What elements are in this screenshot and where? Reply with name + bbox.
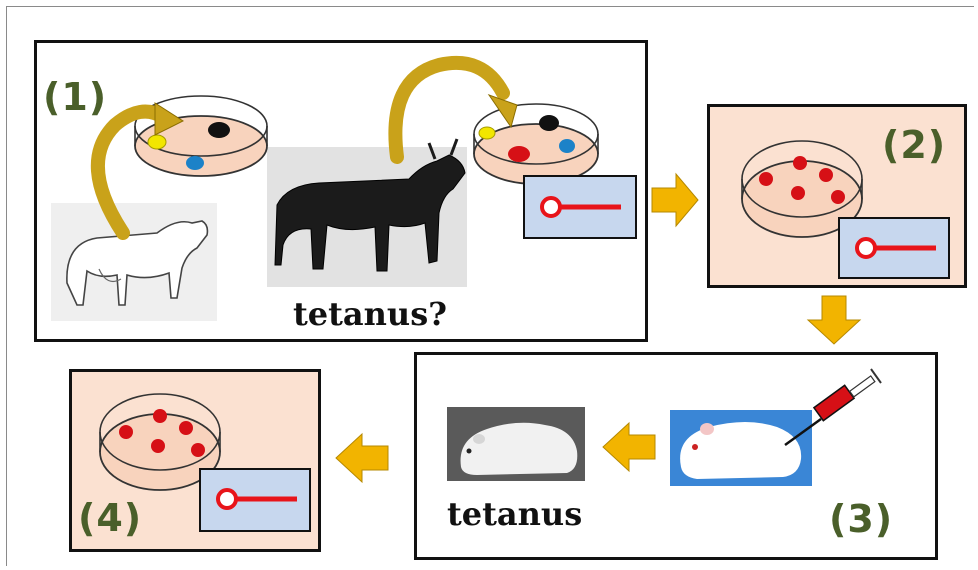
gel-band-icon [839,218,949,278]
panel-step-3: tetanus (3) [414,352,938,560]
gel-band-icon [524,176,636,238]
panel-step-2: (2) [707,104,967,288]
panel-step-1: (1) tetanus? [34,40,648,342]
gel-band-icon [200,469,310,531]
syringe-icon [785,369,881,445]
step-3-label: (3) [829,497,893,541]
step-1-label: (1) [43,75,107,119]
petri-dish-2 [474,104,598,184]
left-arrow [603,423,655,471]
panel-step-4: (4) [69,369,321,552]
step-4-label: (4) [78,496,142,540]
tetanus-question-caption: tetanus? [293,295,447,333]
step-2-label: (2) [882,123,946,167]
sick-guinea-pig-image [447,407,585,481]
black-cow-image [267,139,467,287]
white-cow-image [51,203,217,321]
healthy-guinea-pig-image [670,410,812,486]
tetanus-caption: tetanus [447,495,582,533]
